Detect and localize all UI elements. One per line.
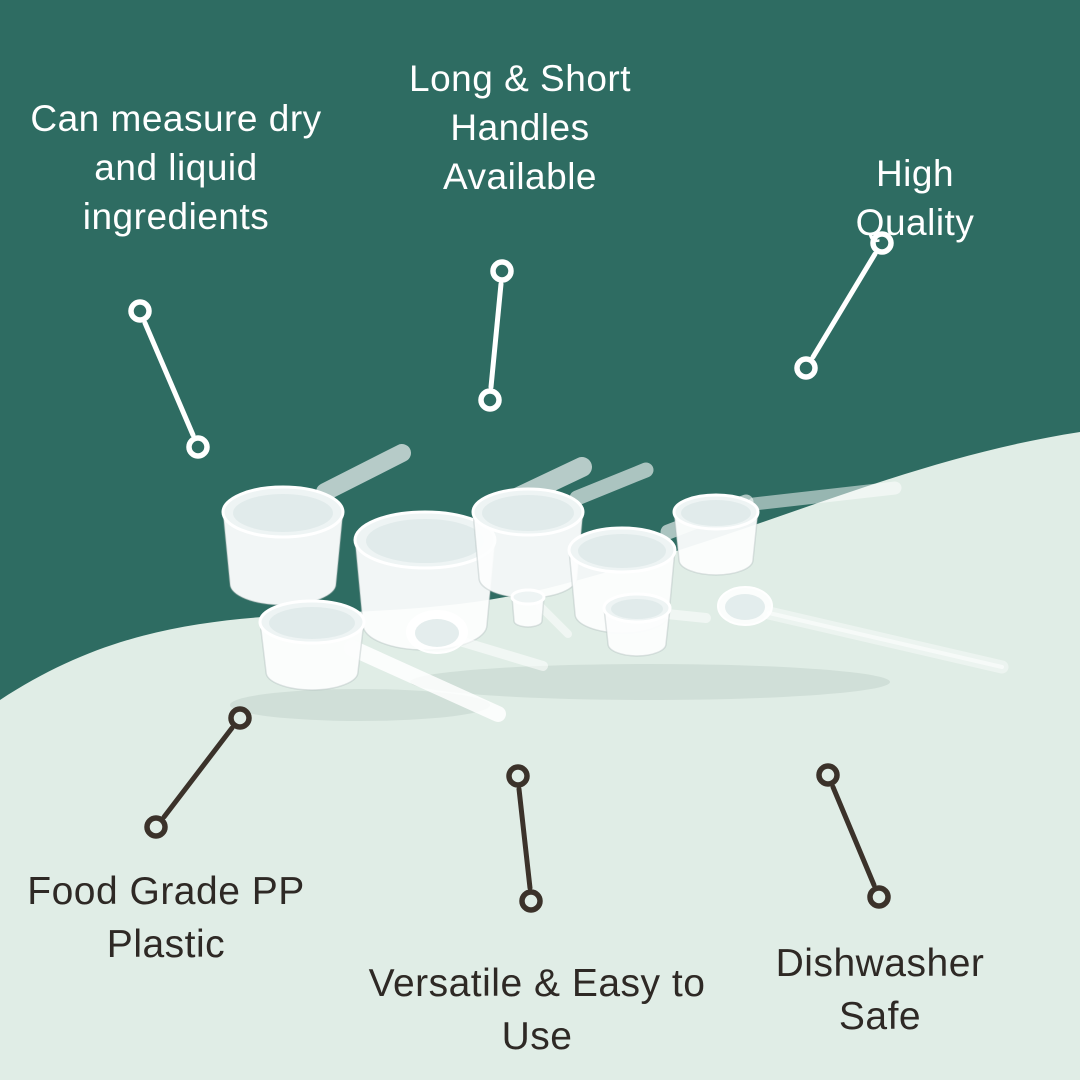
cup-handle [316,444,411,501]
callout-food-grade-plastic: Food Grade PP Plastic [27,870,305,966]
long-spoon-handle-highlight [767,611,1004,669]
callout-handles-available: Long & Short Handles Available [409,58,631,197]
connector-dishwasher [816,763,891,909]
spoon-handle [458,637,548,671]
callout-high-quality: High Quality [855,153,975,243]
callout-versatile-easy: Versatile & Easy to Use [368,962,706,1058]
long-spoon-bowl [717,586,773,626]
measuring-cup-5 [672,493,760,576]
tiny-cup [510,588,546,628]
scoop-handle [344,640,506,722]
connector-food-grade [144,706,252,839]
spoon-handle [536,602,572,638]
scoop-shadow [410,664,890,700]
scoop-handle [662,609,711,623]
front-scoop [258,599,366,691]
callout-dishwasher-safe: Dishwasher Safe [775,942,985,1038]
connector-handles [478,259,514,412]
scoop-shadow [230,689,490,721]
cup-long-handle [747,481,902,511]
connector-versatile [506,764,543,913]
small-spoon-1 [406,610,468,654]
measuring-cup-1 [221,485,345,606]
connector-quality [794,231,894,380]
background-bottom-mint [0,432,1080,1080]
medium-scoop [602,592,672,657]
connector-measure [128,299,210,459]
measuring-cup-3 [471,487,585,599]
cup-handle [569,462,654,506]
callout-measure-ingredients: Can measure dry and liquid ingredients [30,98,322,237]
